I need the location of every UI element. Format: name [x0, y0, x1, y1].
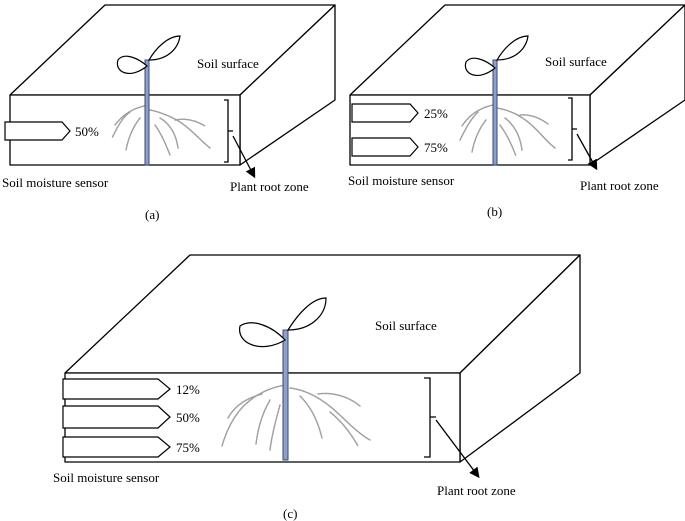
plant-leaf-right [495, 35, 529, 61]
root-zone-arrow [232, 135, 256, 179]
panel-caption: (a) [145, 207, 159, 222]
panel-b: 25% 75% Soil surface Plant root zone Soi… [348, 4, 685, 219]
plant-stem [282, 329, 289, 461]
plant-root-zone-label: Plant root zone [230, 179, 309, 194]
plant-leaf-right [147, 35, 181, 61]
soil-surface-label: Soil surface [545, 54, 607, 69]
plant-leaf-left [116, 55, 148, 75]
soil-moisture-sensor [4, 121, 71, 141]
plant-leaf-left [464, 57, 496, 77]
plant-roots [111, 104, 211, 156]
soil-surface-label: Soil surface [375, 318, 437, 333]
panel-caption: (c) [283, 506, 297, 521]
sensor-reading-upper: 25% [424, 106, 448, 121]
root-zone-arrow [435, 419, 480, 479]
soil-moisture-sensor-upper [351, 103, 419, 123]
panel-caption: (b) [487, 204, 502, 219]
soil-moisture-sensor-bottom [62, 436, 171, 458]
root-zone-bracket [424, 377, 436, 458]
soil-moisture-sensor-label: Soil moisture sensor [2, 175, 109, 190]
plant-stem [492, 59, 498, 166]
plant-leaf-right [286, 297, 327, 331]
sensor-reading-bottom: 75% [176, 440, 200, 455]
plant-root-zone-label: Plant root zone [437, 483, 516, 498]
panel-c: 12% 50% 75% Soil surface Plant root zone… [53, 254, 581, 521]
sensor-reading-top: 12% [176, 382, 200, 397]
soil-moisture-sensor-lower [351, 137, 419, 157]
root-zone-arrow [576, 133, 598, 171]
soil-moisture-sensor-label: Soil moisture sensor [53, 470, 160, 485]
sensor-reading-middle: 50% [176, 410, 200, 425]
sensor-reading: 50% [75, 124, 99, 139]
soil-moisture-sensor-middle [62, 405, 171, 429]
plant-root-zone-label: Plant root zone [580, 178, 659, 193]
plant-roots [221, 384, 371, 451]
plant-roots [459, 104, 556, 157]
root-zone-bracket [224, 99, 233, 163]
panel-a: 50% Soil surface Plant root zone Soil mo… [2, 4, 336, 222]
plant-stem [144, 59, 150, 166]
plant-leaf-left [239, 322, 286, 348]
soil-moisture-sensor-top [62, 378, 171, 400]
soil-moisture-sensor-label: Soil moisture sensor [348, 173, 455, 188]
sensor-reading-lower: 75% [424, 140, 448, 155]
soil-surface-label: Soil surface [197, 56, 259, 71]
root-zone-bracket [568, 97, 577, 161]
